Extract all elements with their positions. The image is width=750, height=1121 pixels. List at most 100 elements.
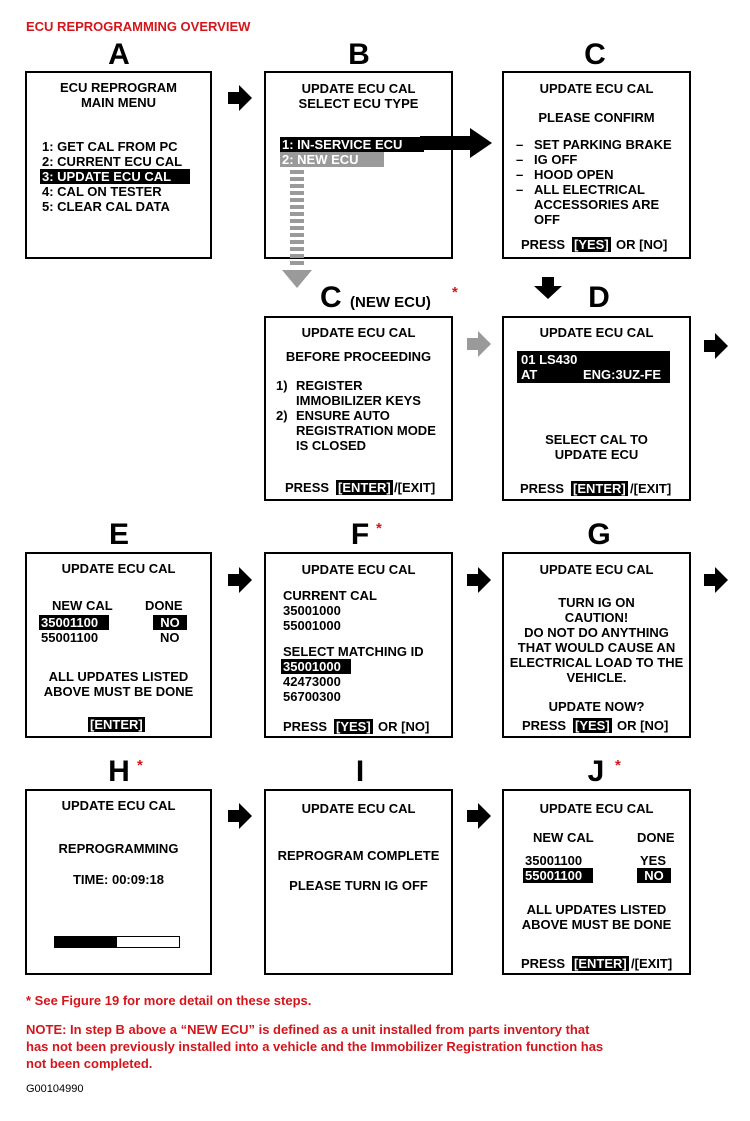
- option-new-ecu[interactable]: 2: NEW ECU: [280, 152, 384, 167]
- screen-a-title: ECU REPROGRAM: [59, 80, 177, 95]
- step-label-b: B: [348, 38, 370, 71]
- footnote-star: *: [615, 757, 621, 774]
- note-line: not been completed.: [26, 1056, 153, 1071]
- instruction-text: ABOVE MUST BE DONE: [521, 917, 672, 932]
- step-label-j: J: [587, 755, 605, 788]
- cal-id[interactable]: 35001100: [525, 853, 583, 868]
- matching-id-option[interactable]: 42473000: [283, 674, 341, 689]
- step-label-h: H: [108, 755, 130, 788]
- menu-item-selected[interactable]: 3: UPDATE ECU CAL: [40, 169, 190, 184]
- press-label: PRESS: [285, 480, 330, 495]
- bullet-dash: –: [516, 182, 524, 197]
- screen-f-select-matching-id: UPDATE ECU CAL CURRENT CAL 35001000 5500…: [264, 552, 453, 738]
- step-number: 1): [276, 378, 288, 393]
- instruction-text: ALL UPDATES LISTED: [48, 669, 189, 684]
- instruction-text: SELECT CAL TO: [545, 432, 648, 447]
- question-text: UPDATE NOW?: [548, 699, 645, 714]
- step-label-a: A: [108, 38, 130, 71]
- screen-a-subtitle: MAIN MENU: [80, 95, 157, 110]
- screen-g-title: UPDATE ECU CAL: [539, 562, 654, 577]
- menu-item[interactable]: 2: CURRENT ECU CAL: [42, 154, 183, 169]
- exit-option[interactable]: /[EXIT]: [394, 480, 436, 495]
- screen-b-title: UPDATE ECU CAL: [301, 81, 416, 96]
- step-label-e: E: [108, 518, 129, 551]
- exit-option[interactable]: /[EXIT]: [631, 956, 673, 971]
- screen-b-subtitle: SELECT ECU TYPE: [298, 96, 419, 111]
- bullet-dash: –: [516, 167, 524, 182]
- vehicle-engine: ENG:3UZ-FE: [583, 367, 661, 382]
- exit-option[interactable]: /[EXIT]: [630, 481, 672, 496]
- step-label-c: C: [584, 38, 606, 71]
- enter-button[interactable]: [ENTER]: [88, 717, 145, 732]
- arrow-right-icon: [228, 803, 252, 829]
- footnote-star: *: [376, 520, 382, 537]
- elapsed-time: TIME: 00:09:18: [72, 872, 165, 887]
- arrow-right-icon: [704, 333, 728, 359]
- yes-button[interactable]: [YES]: [334, 719, 373, 734]
- matching-id-option[interactable]: 56700300: [283, 689, 341, 704]
- message-text: DO NOT DO ANYTHING: [524, 625, 669, 640]
- status-text: REPROGRAM COMPLETE: [277, 848, 440, 863]
- dashed-arrow-down-icon: [282, 170, 312, 288]
- done-status: YES: [640, 853, 667, 868]
- done-status: NO: [160, 630, 180, 645]
- instruction-text: UPDATE ECU: [554, 447, 639, 462]
- cal-id[interactable]: 55001100: [41, 630, 99, 645]
- enter-button[interactable]: [ENTER]: [571, 481, 628, 496]
- checklist-item: IG OFF: [534, 152, 578, 167]
- section-header: SELECT MATCHING ID: [283, 644, 424, 659]
- no-option[interactable]: OR [NO]: [617, 718, 669, 733]
- note-line: NOTE: In step B above a “NEW ECU” is def…: [26, 1022, 590, 1037]
- checklist-item-cont: OFF: [534, 212, 560, 227]
- matching-id-selected[interactable]: 35001000: [281, 659, 351, 674]
- cal-id-selected[interactable]: 55001100: [523, 868, 593, 883]
- screen-i-title: UPDATE ECU CAL: [301, 801, 416, 816]
- arrow-right-icon: [228, 85, 252, 111]
- yes-button[interactable]: [YES]: [573, 718, 612, 733]
- screen-i-reprogram-complete: UPDATE ECU CAL REPROGRAM COMPLETE PLEASE…: [264, 789, 453, 975]
- instruction-text: IS CLOSED: [296, 438, 367, 453]
- press-label: PRESS: [521, 237, 566, 252]
- done-status: NO: [637, 868, 671, 883]
- step-label-g: G: [587, 518, 611, 551]
- cal-id-selected[interactable]: 35001100: [39, 615, 109, 630]
- arrow-right-icon: [420, 128, 492, 158]
- step-number: 2): [276, 408, 288, 423]
- screen-d-title: UPDATE ECU CAL: [539, 325, 654, 340]
- section-header: CURRENT CAL: [283, 588, 377, 603]
- press-label: PRESS: [283, 719, 328, 734]
- step-label-i: I: [355, 755, 365, 788]
- done-status: NO: [153, 615, 187, 630]
- menu-item[interactable]: 4: CAL ON TESTER: [42, 184, 162, 199]
- vehicle-transmission: AT: [521, 367, 538, 382]
- screen-e-updates-list: UPDATE ECU CAL NEW CAL DONE 35001100 NO …: [25, 552, 212, 738]
- enter-button[interactable]: [ENTER]: [336, 480, 393, 495]
- checklist-item: SET PARKING BRAKE: [534, 137, 672, 152]
- instruction-text: REGISTER: [296, 378, 363, 393]
- no-option[interactable]: OR [NO]: [616, 237, 668, 252]
- screen-j-updates-list: UPDATE ECU CAL NEW CAL DONE 35001100 YES…: [502, 789, 691, 975]
- screen-a-main-menu: ECU REPROGRAM MAIN MENU 1: GET CAL FROM …: [25, 71, 212, 259]
- step-label-d: D: [588, 281, 610, 314]
- menu-item[interactable]: 5: CLEAR CAL DATA: [42, 199, 170, 214]
- option-in-service-ecu[interactable]: 1: IN-SERVICE ECU: [280, 137, 424, 152]
- progress-bar-fill: [55, 937, 117, 947]
- no-option[interactable]: OR [NO]: [378, 719, 430, 734]
- yes-button[interactable]: [YES]: [572, 237, 611, 252]
- press-label: PRESS: [521, 956, 566, 971]
- menu-item[interactable]: 1: GET CAL FROM PC: [42, 139, 178, 154]
- press-label: PRESS: [520, 481, 565, 496]
- vehicle-selection-highlight[interactable]: 01 LS430 AT ENG:3UZ-FE: [517, 351, 670, 383]
- screen-c-title: UPDATE ECU CAL: [539, 81, 654, 96]
- instruction-text: REGISTRATION MODE: [296, 423, 436, 438]
- checklist-item-cont: ACCESSORIES ARE: [534, 197, 660, 212]
- enter-button[interactable]: [ENTER]: [572, 956, 629, 971]
- status-text: REPROGRAMMING: [58, 841, 179, 856]
- arrow-right-icon: [467, 803, 491, 829]
- current-cal-id: 35001000: [283, 603, 341, 618]
- arrow-right-icon: [228, 567, 252, 593]
- progress-bar: [54, 936, 180, 948]
- note-line: has not been previously installed into a…: [26, 1039, 604, 1054]
- screen-e-title: UPDATE ECU CAL: [61, 561, 176, 576]
- arrow-right-icon: [467, 567, 491, 593]
